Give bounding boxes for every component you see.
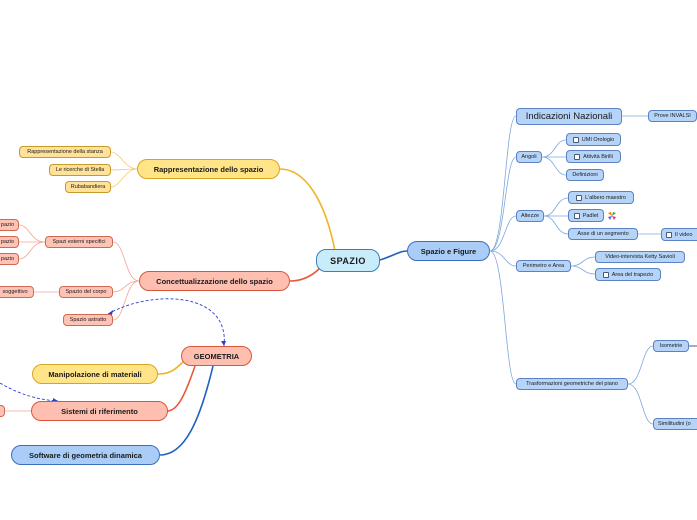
subtopic-cut-left[interactable] (0, 405, 5, 417)
checkbox-icon[interactable] (576, 194, 583, 201)
subtopic-prove-invalsi[interactable]: Prove INVALSI (648, 110, 697, 122)
topic-concettualizzazione[interactable]: Concettualizzazione dello spazio (139, 271, 290, 291)
subtopic-label: soggettivo (2, 289, 28, 295)
checkbox-icon[interactable] (573, 212, 580, 219)
subtopic-asse-segmento[interactable]: Asse di un segmento (568, 228, 638, 240)
subtopic-definizioni[interactable]: Definizioni (566, 169, 604, 181)
subtopic-spazi-esterni[interactable]: Spazi esterni specifici (45, 236, 113, 248)
subtopic-label: Rappresentazione della stanza (27, 149, 103, 155)
topic-spazio-figure[interactable]: Spazio e Figure (407, 241, 490, 261)
subtopic-umi-orologio[interactable]: UMI Orologio (566, 133, 621, 146)
subtopic-label: Video-intervista Ketty Savioli (605, 254, 675, 260)
subtopic-spazio-1[interactable]: pazio (0, 219, 19, 231)
subtopic-label: Area del trapezio (611, 271, 654, 278)
subtopic-spazio-2[interactable]: pazio (0, 236, 19, 248)
topic-label: Concettualizzazione dello spazio (156, 276, 273, 286)
subtopic-label: pazio (0, 222, 15, 228)
root-label: SPAZIO (330, 255, 366, 266)
subtopic-soggettivo[interactable]: soggettivo (0, 286, 34, 298)
subtopic-similitudini[interactable]: Similitudini (o (653, 418, 697, 430)
root-node-spazio[interactable]: SPAZIO (316, 249, 380, 272)
topic-label: Software di geometria dinamica (29, 450, 142, 460)
topic-geometria[interactable]: GEOMETRIA (181, 346, 252, 366)
topic-label: Manipolazione di materiali (48, 369, 142, 379)
subtopic-label: Il video (675, 231, 693, 238)
subtopic-label: Perimetro e Area (522, 263, 565, 269)
subtopic-trasformazioni[interactable]: Trasformazioni geometriche del piano (516, 378, 628, 390)
checkbox-icon[interactable] (572, 136, 579, 143)
subtopic-label: Altezze (520, 213, 540, 219)
subtopic-ricerche-stella[interactable]: Le ricerche di Stella (49, 164, 111, 176)
subtopic-area-trapezio[interactable]: Area del trapezio (595, 268, 661, 281)
padlet-logo-icon (608, 212, 616, 220)
subtopic-label: pazio (0, 256, 15, 262)
topic-label: Sistemi di riferimento (61, 406, 138, 416)
topic-label: GEOMETRIA (193, 351, 240, 361)
checkbox-icon[interactable] (666, 231, 672, 238)
subtopic-label: Definizioni (572, 172, 598, 178)
checkbox-icon[interactable] (574, 153, 581, 160)
subtopic-spazio-3[interactable]: pazio (0, 253, 19, 265)
subtopic-video-intervista[interactable]: Video-intervista Ketty Savioli (595, 251, 685, 263)
subtopic-rubabandiera[interactable]: Rubabandiera (65, 181, 111, 193)
subtopic-il-video[interactable]: Il video (661, 228, 697, 241)
subtopic-angoli[interactable]: Angoli (516, 151, 542, 163)
subtopic-spazio-corpo[interactable]: Spazio del corpo (59, 286, 113, 298)
subtopic-label: Spazio astratto (69, 317, 107, 323)
subtopic-label: Spazio del corpo (65, 289, 107, 295)
topic-label: Spazio e Figure (420, 246, 477, 256)
subtopic-label: Padlet (582, 212, 599, 219)
subtopic-label: Prove INVALSI (654, 113, 691, 119)
topic-manipolazione[interactable]: Manipolazione di materiali (32, 364, 158, 384)
subtopic-label: pazio (0, 239, 15, 245)
subtopic-spazio-astratto[interactable]: Spazio astratto (63, 314, 113, 326)
subtopic-label: UMI Orologio (581, 136, 615, 143)
subtopic-label: Trasformazioni geometriche del piano (526, 381, 618, 387)
subtopic-indicazioni-nazionali[interactable]: Indicazioni Nazionali (516, 108, 622, 125)
topic-rappresentazione[interactable]: Rappresentazione dello spazio (137, 159, 280, 179)
topic-sistemi-riferimento[interactable]: Sistemi di riferimento (31, 401, 168, 421)
topic-software-geometria[interactable]: Software di geometria dinamica (11, 445, 160, 465)
subtopic-label: Asse di un segmento (577, 231, 629, 237)
subtopic-label: Rubabandiera (70, 184, 106, 190)
subtopic-label: Attività Birilli (583, 153, 613, 160)
subtopic-isometrie[interactable]: Isometrie (653, 340, 689, 352)
subtopic-label: Spazi esterni specifici (52, 239, 106, 245)
subtopic-label: L'albero maestro (585, 194, 626, 201)
subtopic-label: Le ricerche di Stella (55, 167, 105, 173)
subtopic-altezze[interactable]: Altezze (516, 210, 544, 222)
subtopic-label: Angoli (521, 154, 537, 160)
subtopic-perimetro-area[interactable]: Perimetro e Area (516, 260, 571, 272)
subtopic-label: Indicazioni Nazionali (525, 111, 613, 122)
subtopic-albero-maestro[interactable]: L'albero maestro (568, 191, 634, 204)
subtopic-label: Similitudini (o (658, 421, 691, 427)
subtopic-attivita-birilli[interactable]: Attività Birilli (566, 150, 621, 163)
topic-label: Rappresentazione dello spazio (153, 164, 264, 174)
checkbox-icon[interactable] (602, 271, 609, 278)
subtopic-padlet[interactable]: Padlet (568, 209, 604, 222)
subtopic-rappresentazione-stanza[interactable]: Rappresentazione della stanza (19, 146, 111, 158)
subtopic-label: Isometrie (659, 343, 683, 349)
